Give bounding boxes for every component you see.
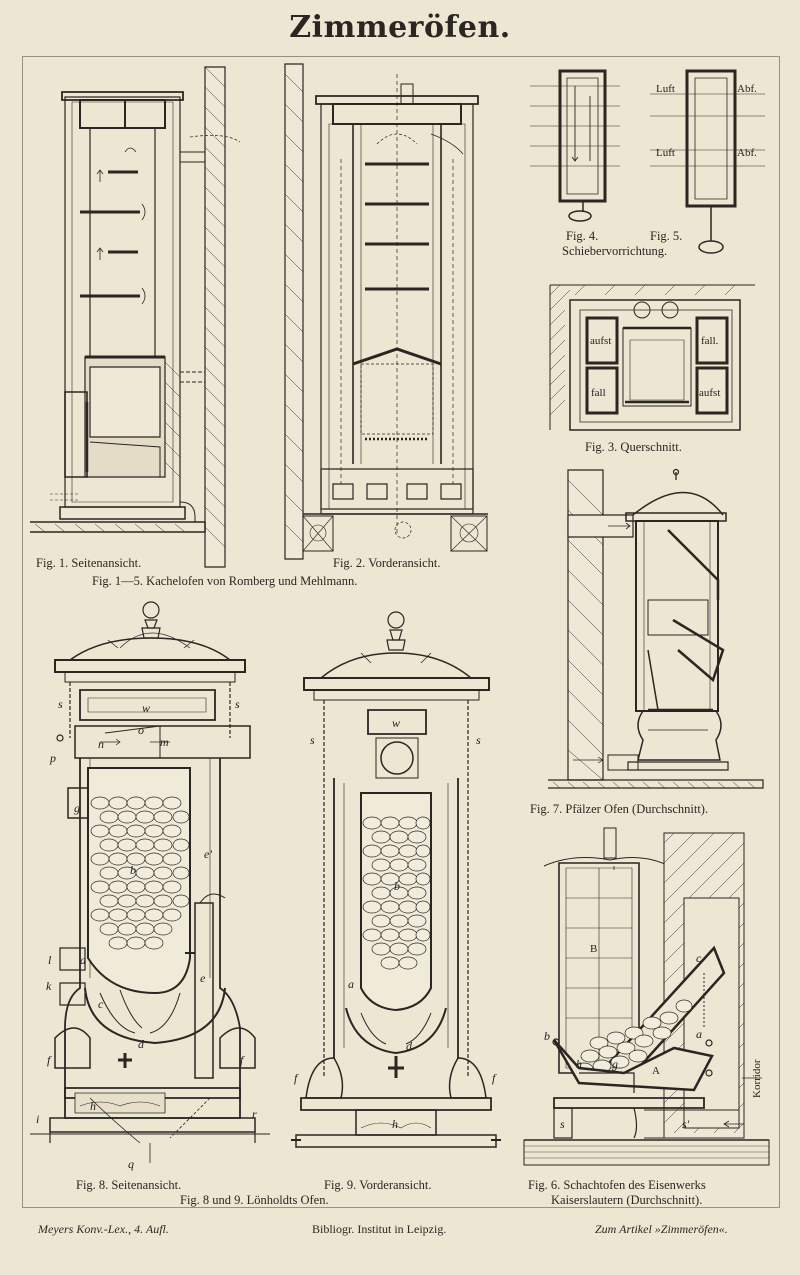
fig8-label-f-right: f (240, 1053, 245, 1067)
fig8-label-c: c (98, 997, 104, 1011)
figure-7-pfaelzer-ofen (548, 470, 763, 795)
fig8-label-n: n (98, 737, 104, 751)
caption-fig3: Fig. 3. Querschnitt. (585, 440, 682, 454)
fig8-label-m: m (160, 735, 169, 749)
caption-fig6-line2: Kaiserslautern (Durchschnitt). (551, 1193, 703, 1207)
figure-3-cross-section: aufst fall fall. aufst (545, 280, 760, 436)
caption-fig4: Fig. 4. (566, 229, 599, 243)
fig8-label-r: r (252, 1107, 257, 1121)
fig9-label-d: d (406, 1039, 413, 1053)
figure-2-front-view (283, 64, 493, 554)
fig9-label-h: h (392, 1117, 398, 1131)
fig9-label-w: w (392, 716, 400, 730)
caption-fig5: Fig. 5. (650, 229, 683, 243)
caption-fig6-line1: Fig. 6. Schachtofen des Eisenwerks (528, 1178, 706, 1192)
fig8-label-b: b (130, 863, 136, 877)
fig6-label-g: g (612, 1057, 618, 1071)
fig8-label-l: l (48, 953, 52, 967)
fig8-label-o: o (138, 723, 144, 737)
fig6-label-s: s (560, 1117, 565, 1131)
fig8-label-h: h (90, 1099, 96, 1113)
caption-fig4-5-sub: Schiebervorrichtung. (562, 244, 668, 258)
label-aufst-right: aufst (699, 387, 720, 399)
figure-6-schachtofen: B c a b h g A s s' Korridor (524, 828, 769, 1173)
label-abf-bottom: Abf. (737, 147, 757, 159)
fig6-label-B: B (590, 943, 597, 955)
figure-9-loenholdt-front: s w s b a d f f h (286, 608, 506, 1168)
fig6-label-s-prime: s' (682, 1117, 690, 1131)
fig6-label-korridor: Korridor (751, 1059, 763, 1098)
figure-8-loenholdt-side: s w s n o m p g b e' e l a k c d f f h i… (30, 598, 270, 1171)
page-title: Zimmeröfen. (289, 10, 511, 45)
caption-fig7: Fig. 7. Pfälzer Ofen (Durchschnitt). (530, 802, 709, 816)
fig9-label-f-left: f (294, 1071, 299, 1085)
fig8-label-d: d (138, 1037, 145, 1051)
caption-fig9: Fig. 9. Vorderansicht. (324, 1178, 432, 1192)
fig8-label-w: w (142, 701, 150, 715)
fig9-label-b: b (394, 879, 400, 893)
caption-fig1-5: Fig. 1—5. Kachelofen von Romberg und Meh… (92, 574, 358, 588)
fig9-label-a: a (348, 977, 354, 991)
fig6-label-A: A (652, 1065, 660, 1077)
fig8-label-a: a (80, 953, 86, 967)
label-fall-left: fall (591, 387, 606, 399)
fig8-label-g: g (74, 801, 80, 815)
fig8-label-q: q (128, 1157, 134, 1171)
fig8-label-k: k (46, 979, 52, 993)
footer-publication: Meyers Konv.-Lex., 4. Aufl. (38, 1222, 169, 1236)
fig8-label-p: p (49, 751, 56, 765)
label-luft-top: Luft (656, 83, 675, 95)
fig9-label-f-right: f (492, 1071, 497, 1085)
label-abf-top: Abf. (737, 83, 757, 95)
fig8-label-s-left: s (58, 697, 63, 711)
plate-border (22, 56, 780, 1208)
fig6-label-c: c (696, 951, 702, 965)
fig8-label-e-prime: e' (204, 847, 212, 861)
fig8-label-s-right: s (235, 697, 240, 711)
fig9-label-s-left: s (310, 733, 315, 747)
caption-fig8: Fig. 8. Seitenansicht. (76, 1178, 182, 1192)
fig6-label-b: b (544, 1029, 550, 1043)
caption-fig2: Fig. 2. Vorderansicht. (333, 556, 441, 570)
fig9-label-s-right: s (476, 733, 481, 747)
figure-4-5-damper: Luft Abf. Luft Abf. (525, 66, 770, 256)
fig6-label-h: h (576, 1057, 582, 1071)
label-fall-right: fall. (701, 335, 719, 347)
footer-publisher: Bibliogr. Institut in Leipzig. (312, 1222, 447, 1236)
label-aufst-left: aufst (590, 335, 611, 347)
caption-fig1: Fig. 1. Seitenansicht. (36, 556, 142, 570)
footer-article-ref: Zum Artikel »Zimmeröfen«. (595, 1222, 728, 1236)
fig8-label-i: i (36, 1112, 39, 1126)
label-luft-bottom: Luft (656, 147, 675, 159)
fig8-label-e: e (200, 971, 206, 985)
figure-1-side-view (30, 62, 230, 552)
caption-fig8-9: Fig. 8 und 9. Lönholdts Ofen. (180, 1193, 329, 1207)
fig6-label-a: a (696, 1027, 702, 1041)
fig8-label-f-left: f (47, 1053, 52, 1067)
